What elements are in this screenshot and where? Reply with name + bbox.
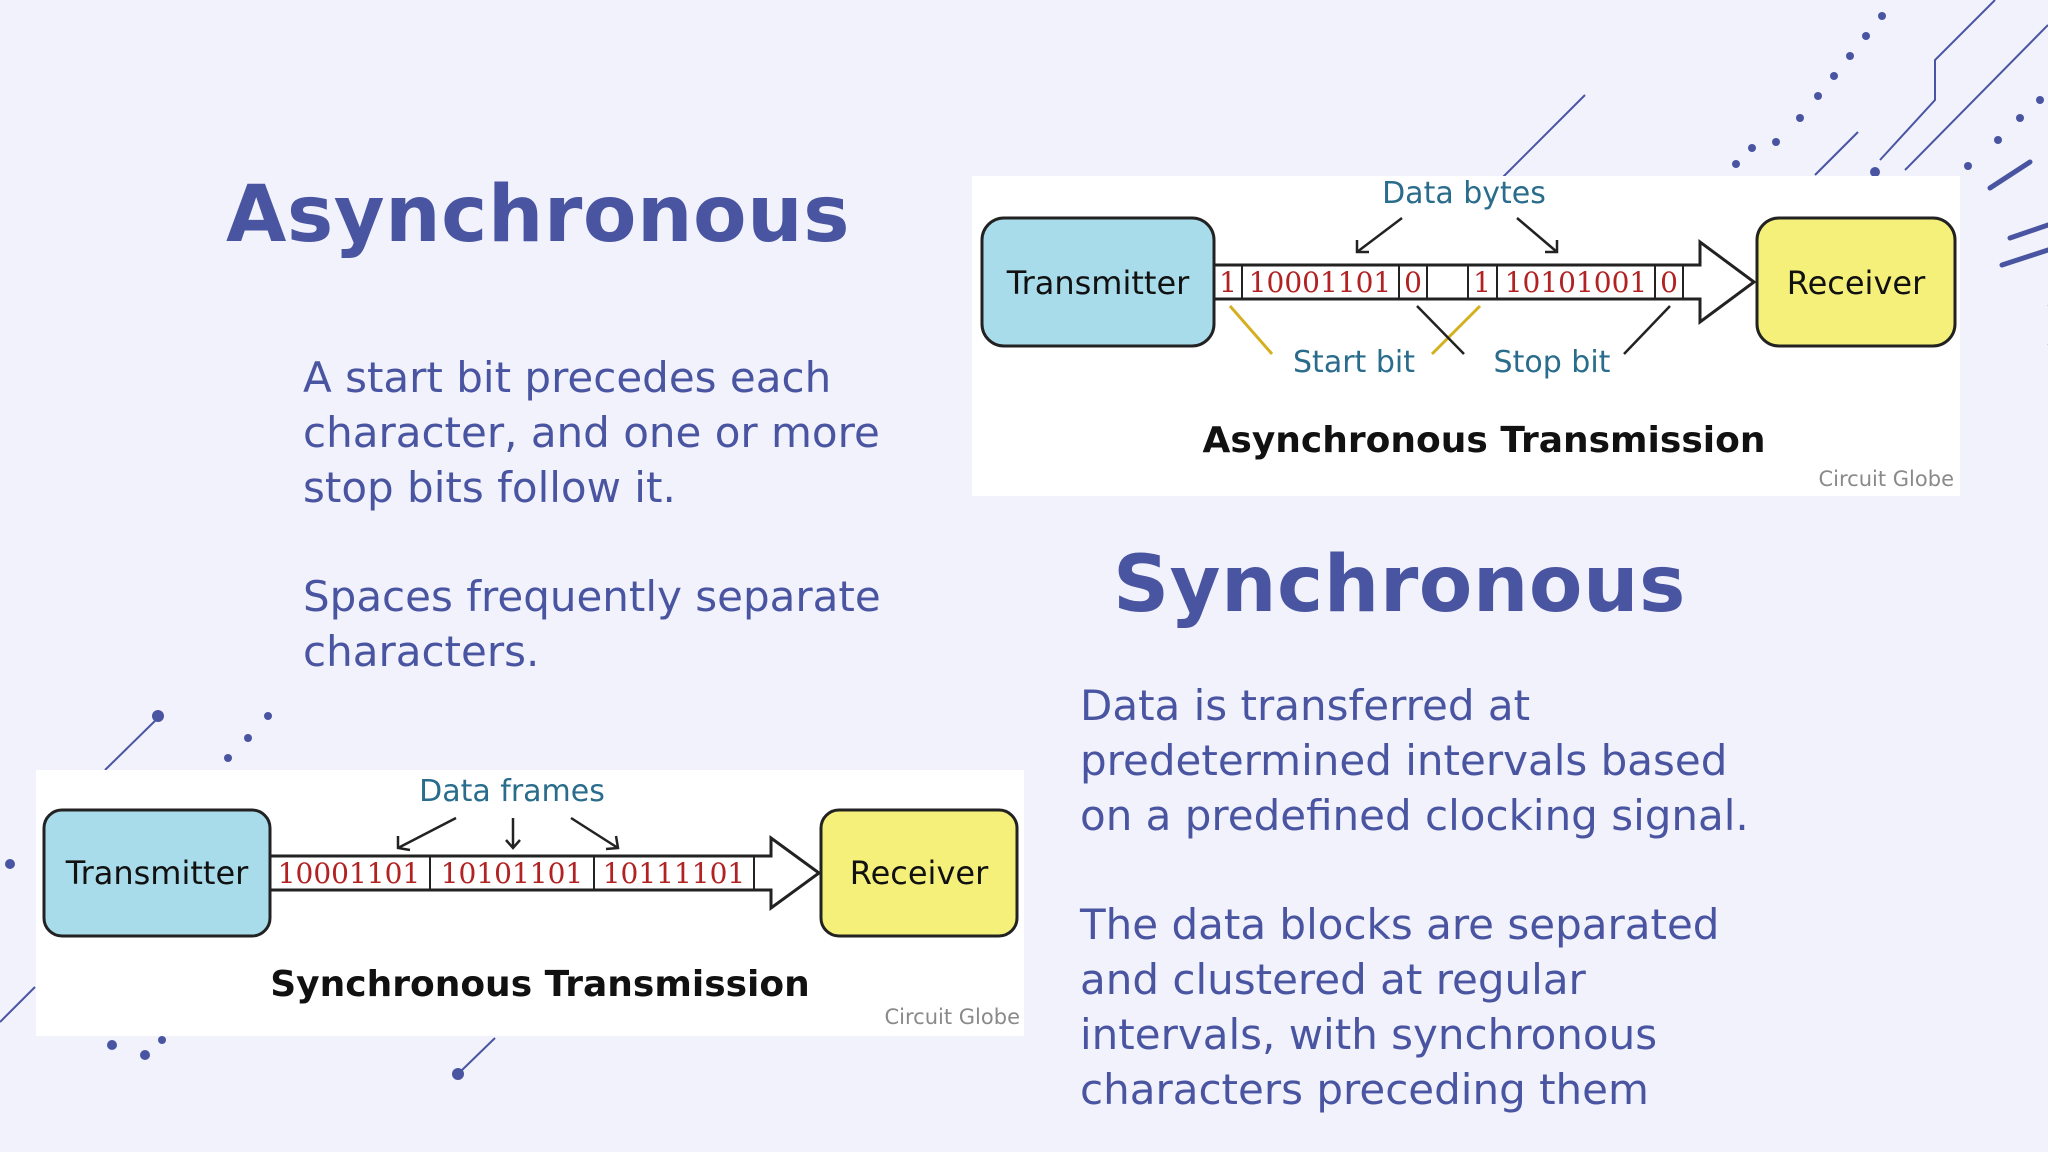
deco-line xyxy=(1814,131,1859,176)
async-data-bytes-label: Data bytes xyxy=(1382,176,1546,211)
async-heading: Asynchronous xyxy=(226,170,851,260)
async-start-bit-label: Start bit xyxy=(1293,345,1415,380)
sync-heading: Synchronous xyxy=(1113,540,1686,630)
async-start-bit-2: 1 xyxy=(1473,266,1491,299)
async-diagram-credit: Circuit Globe xyxy=(1819,467,1954,491)
async-paragraph-1: A start bit precedes each character, and… xyxy=(303,353,880,512)
sync-diagram-credit: Circuit Globe xyxy=(885,1005,1020,1029)
sync-receiver-label: Receiver xyxy=(850,854,989,892)
async-stop-bit-label: Stop bit xyxy=(1494,345,1611,380)
deco-line xyxy=(1499,94,1586,181)
async-stop-bit-2: 0 xyxy=(1660,266,1678,299)
async-receiver-label: Receiver xyxy=(1787,264,1926,302)
deco-dash xyxy=(1987,159,2033,191)
sync-data-frames-label: Data frames xyxy=(419,774,605,809)
sync-paragraph-1: Data is transferred at predetermined int… xyxy=(1080,681,1749,840)
sync-transmission-diagram: Transmitter Receiver 10001101 10101101 1… xyxy=(36,770,1024,1036)
deco-dash xyxy=(2007,222,2048,241)
async-start-bit-1: 1 xyxy=(1219,266,1237,299)
async-byte-2: 10101001 xyxy=(1505,266,1648,299)
sync-frame-3: 10111101 xyxy=(603,857,746,890)
async-diagram-caption: Asynchronous Transmission xyxy=(1203,420,1766,461)
async-transmission-arrow xyxy=(1212,239,1757,325)
async-stop-bit-1: 0 xyxy=(1404,266,1422,299)
sync-transmitter-label: Transmitter xyxy=(65,854,249,892)
sync-paragraph-2: The data blocks are separated and cluste… xyxy=(1080,900,1720,1114)
async-receiver-box xyxy=(1755,216,1957,348)
sync-diagram-caption: Synchronous Transmission xyxy=(270,964,810,1005)
deco-line xyxy=(1904,24,2048,171)
deco-line xyxy=(104,715,161,771)
async-byte-1: 10001101 xyxy=(1249,266,1392,299)
async-transmitter-label: Transmitter xyxy=(1006,264,1190,302)
async-paragraph-2: Spaces frequently separate characters. xyxy=(303,572,881,676)
deco-line xyxy=(1879,0,1996,161)
sync-transmission-arrow xyxy=(268,835,822,911)
deco-line xyxy=(0,986,36,1023)
async-transmission-diagram: Transmitter Receiver 1 10001101 0 1 1010… xyxy=(972,176,1960,496)
sync-frame-1: 10001101 xyxy=(278,857,421,890)
sync-frame-2: 10101101 xyxy=(441,857,584,890)
deco-dash xyxy=(1999,247,2048,268)
deco-line xyxy=(459,1037,496,1073)
